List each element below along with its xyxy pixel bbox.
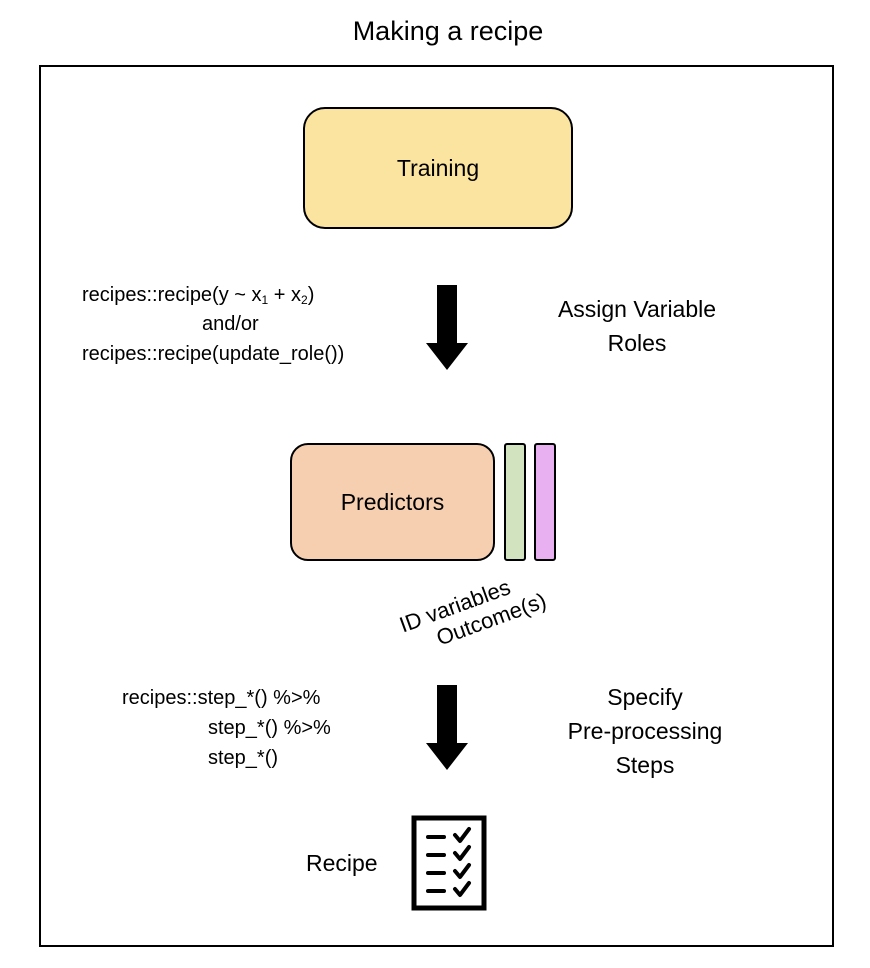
recipe-formula-code: recipes::recipe(y ~ x1 + x2) [82, 284, 315, 307]
step-code-line3: step_*() [208, 747, 279, 769]
id-variables-bar [504, 443, 526, 561]
training-label: Training [396, 154, 480, 181]
step-code-line2: step_*() %>% [208, 717, 331, 739]
outcomes-bar [534, 443, 556, 561]
preprocessing-steps-label: Specify Pre-processing Steps [567, 684, 723, 778]
update-role-code: recipes::recipe(update_role()) [82, 343, 345, 365]
training-node: Training [303, 107, 573, 229]
diagram-frame [39, 65, 834, 947]
checklist-icon [411, 815, 487, 911]
predictors-node: Predictors [290, 443, 495, 561]
assign-roles-label: Assign Variable Roles [557, 296, 717, 356]
predictors-label: Predictors [340, 488, 445, 515]
down-arrow-icon [426, 285, 468, 370]
down-arrow-icon [426, 685, 468, 770]
step-code-line1: recipes::step_*() %>% [122, 687, 321, 709]
and-or-text: and/or [202, 313, 259, 335]
diagram-title: Making a recipe [352, 16, 544, 46]
recipe-label: Recipe [306, 850, 378, 876]
